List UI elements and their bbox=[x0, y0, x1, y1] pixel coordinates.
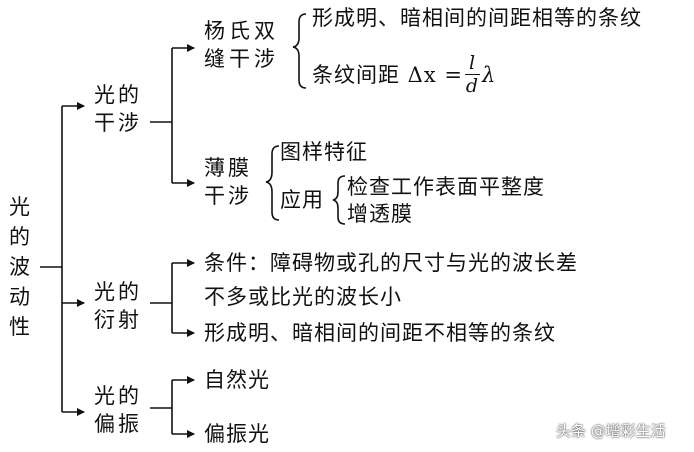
interference-label: 光的干涉 bbox=[94, 83, 142, 135]
young-spacing-lambda: λ bbox=[482, 62, 497, 87]
spacing-fraction: l d bbox=[464, 52, 481, 97]
polarization-label: 光的偏振 bbox=[94, 384, 142, 436]
natural-light: 自然光 bbox=[204, 368, 270, 392]
polarized-light: 偏振光 bbox=[204, 422, 270, 446]
diffraction-condition-line2: 不多或比光的波长小 bbox=[204, 285, 402, 309]
brace-young bbox=[292, 13, 307, 89]
diffraction-fringe: 形成明、暗相间的间距不相等的条纹 bbox=[204, 321, 556, 345]
film-feature: 图样特征 bbox=[280, 140, 368, 164]
diffraction-label: 光的衍射 bbox=[94, 280, 142, 332]
brace-film bbox=[265, 145, 280, 221]
fraction-numerator: l bbox=[464, 52, 481, 75]
young-label: 杨氏双缝干涉 bbox=[204, 19, 279, 71]
fraction-denominator: d bbox=[465, 75, 480, 97]
young-spacing-text: 条纹间距 Δx = bbox=[312, 62, 463, 87]
young-item-fringe: 形成明、暗相间的间距相等的条纹 bbox=[312, 6, 642, 30]
brace-application bbox=[332, 175, 346, 225]
root-label: 光的波动性 bbox=[9, 195, 31, 339]
film-label: 薄膜干涉 bbox=[204, 156, 252, 208]
watermark: 头条 @增彩生活 bbox=[556, 422, 666, 440]
application-item-antireflection: 增透膜 bbox=[347, 202, 413, 226]
film-application: 应用 bbox=[280, 188, 324, 212]
young-item-spacing: 条纹间距 Δx = l d λ bbox=[312, 52, 496, 97]
diffraction-condition-line1: 条件：障碍物或孔的尺寸与光的波长差 bbox=[204, 251, 578, 275]
application-item-flatness: 检查工作表面平整度 bbox=[347, 175, 545, 199]
